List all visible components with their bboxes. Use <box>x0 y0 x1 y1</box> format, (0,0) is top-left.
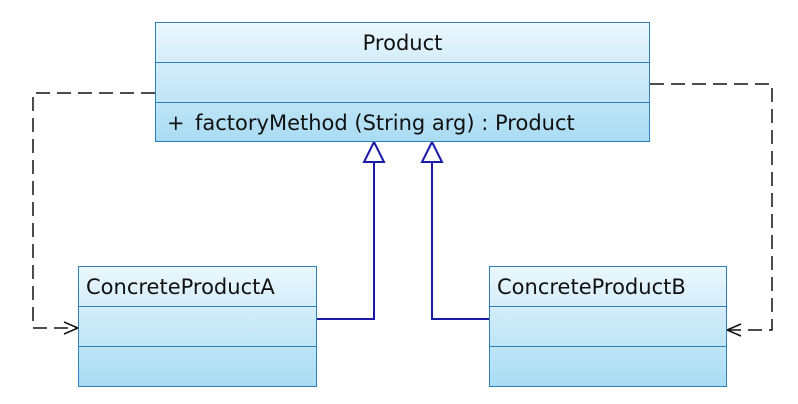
dependency-arrow-to-concrete-product-a <box>32 92 155 329</box>
product-attributes-compartment <box>156 63 649 103</box>
concrete-product-b-title: ConcreteProductB <box>490 267 726 307</box>
concrete-product-a-class: ConcreteProductA <box>78 266 317 387</box>
generalization-triangle-b <box>420 139 444 163</box>
product-class-name: Product <box>362 30 443 55</box>
concrete-product-b-operations-compartment <box>490 347 726 388</box>
dependency-arrowhead-b <box>725 323 742 337</box>
dependency-arrow-to-concrete-product-b <box>650 83 773 331</box>
concrete-product-a-attributes-compartment <box>79 307 316 347</box>
product-operations-compartment: + factoryMethod (String arg) : Product <box>156 103 649 143</box>
product-class-title: Product <box>156 23 649 63</box>
generalization-triangle-a <box>362 139 386 163</box>
generalization-line-concrete-product-b <box>431 162 489 320</box>
operation-visibility: + <box>167 111 185 135</box>
concrete-product-a-operations-compartment <box>79 347 316 388</box>
concrete-product-b-name: ConcreteProductB <box>497 274 686 299</box>
concrete-product-b-attributes-compartment <box>490 307 726 347</box>
concrete-product-a-title: ConcreteProductA <box>79 267 316 307</box>
factory-method-operation: factoryMethod (String arg) : Product <box>195 111 575 135</box>
concrete-product-b-class: ConcreteProductB <box>489 266 727 387</box>
product-class: Product + factoryMethod (String arg) : P… <box>155 22 650 142</box>
concrete-product-a-name: ConcreteProductA <box>86 274 275 299</box>
generalization-line-concrete-product-a <box>317 162 375 320</box>
